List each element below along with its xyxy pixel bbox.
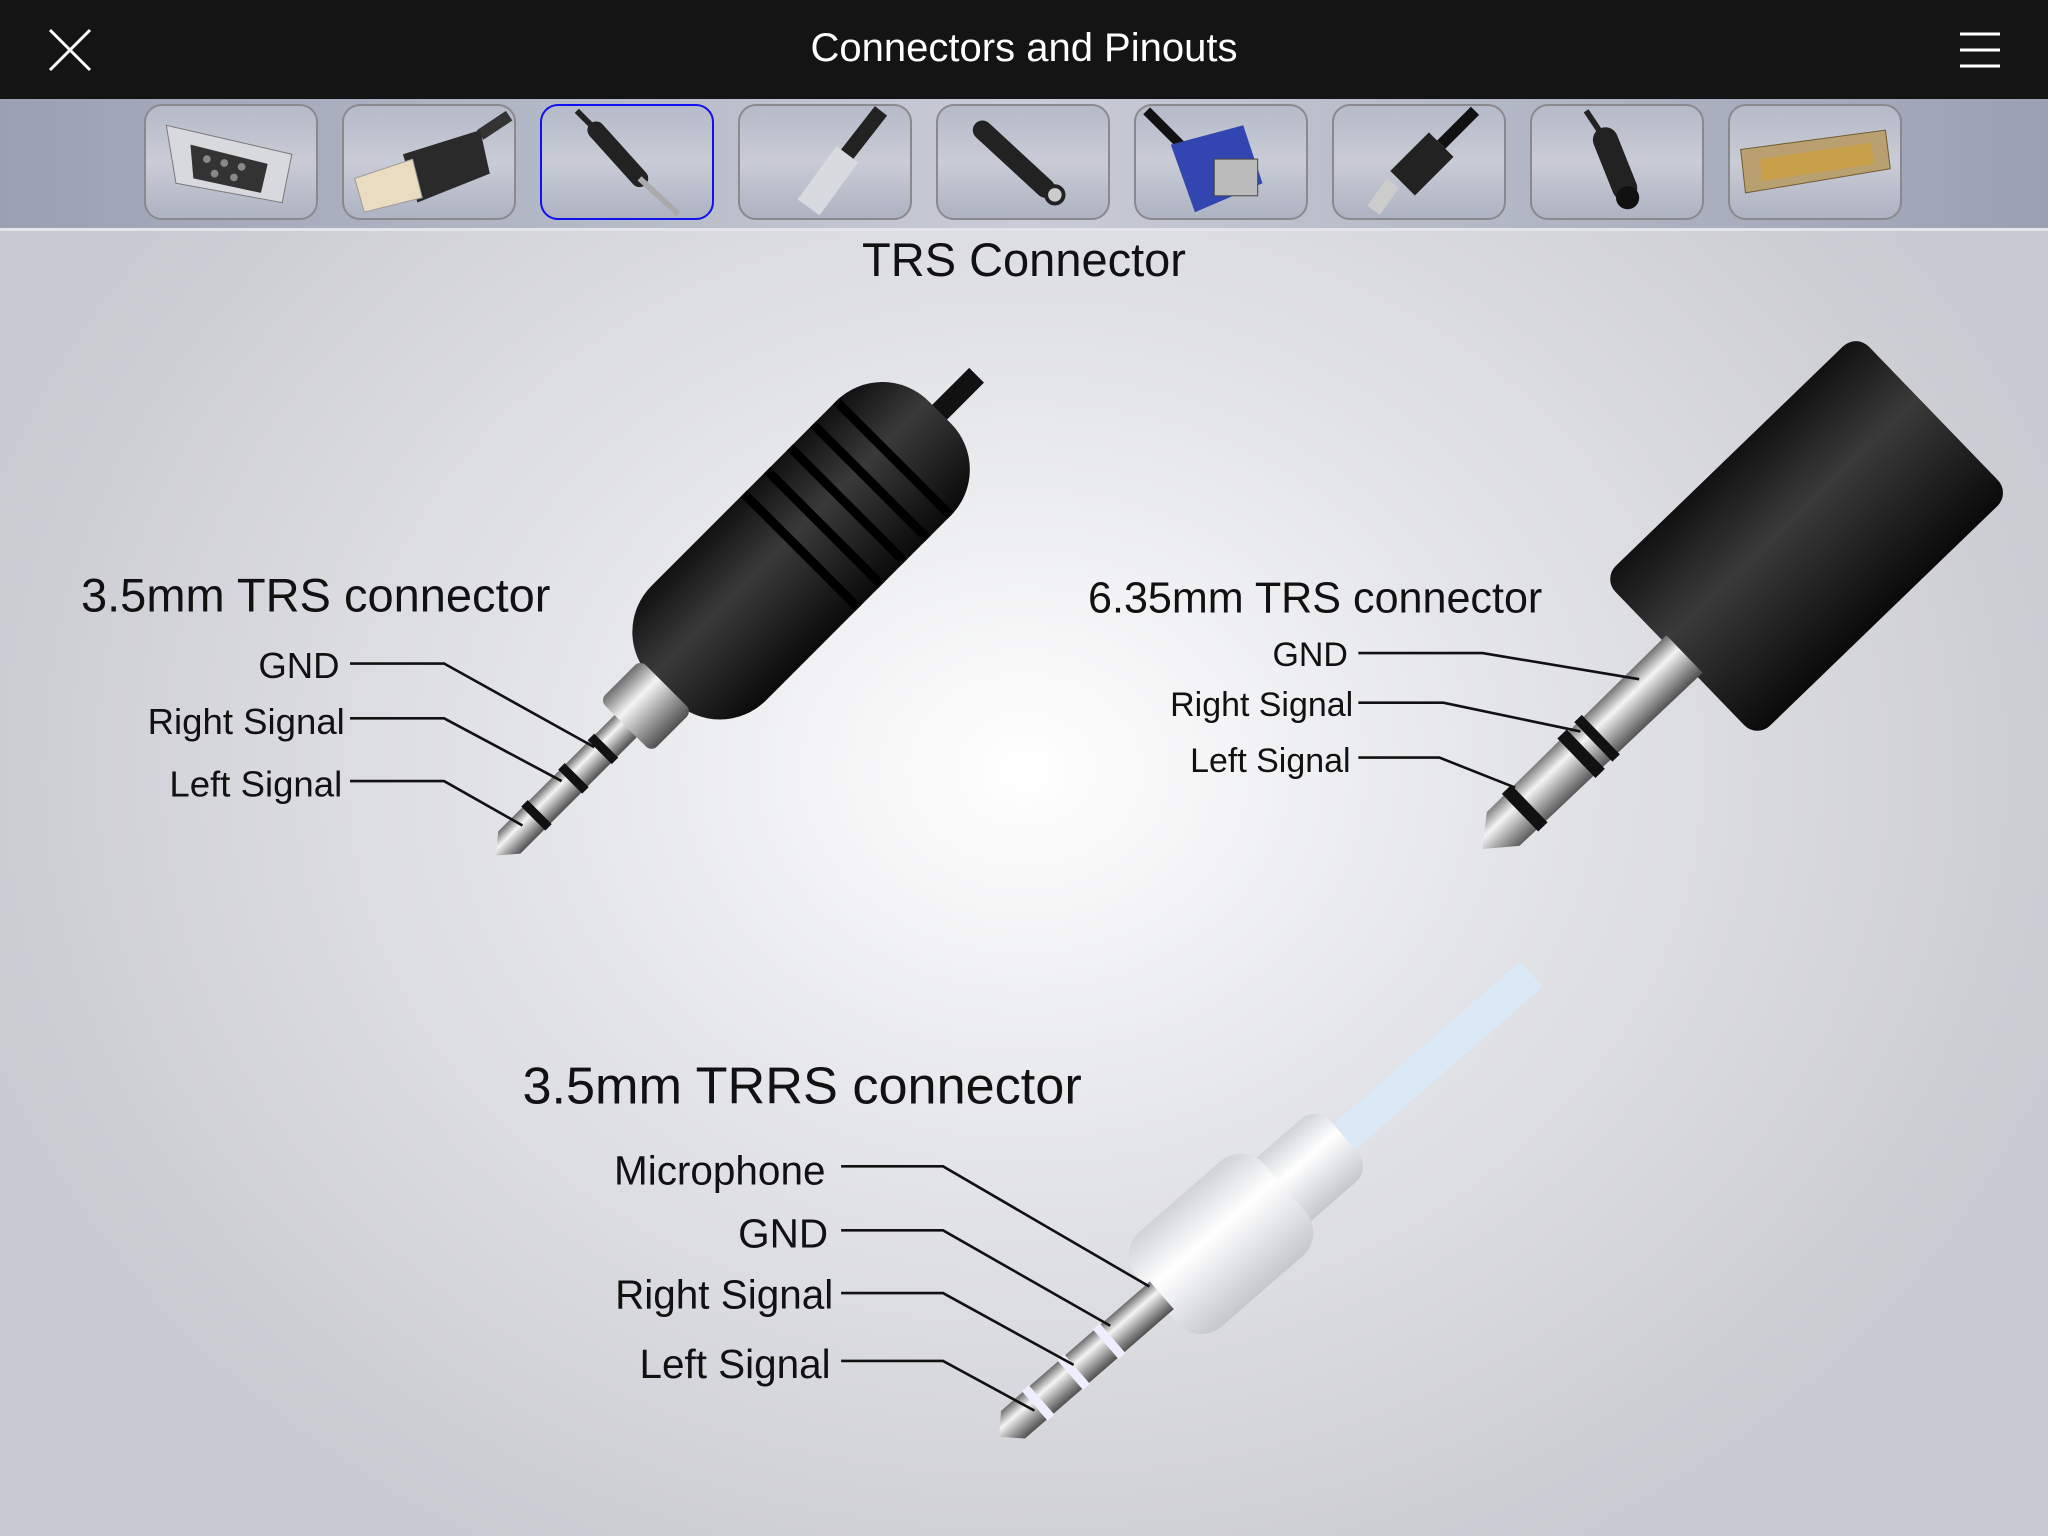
- hamburger-menu-icon: [1960, 32, 2000, 68]
- pin-label-left-signal: Left Signal: [169, 764, 342, 805]
- svideo-icon: [1583, 109, 1640, 210]
- close-button[interactable]: [48, 28, 92, 72]
- pin-label-gnd: GND: [738, 1210, 828, 1256]
- tab-trs[interactable]: [540, 104, 714, 220]
- rj45-icon: [797, 106, 888, 216]
- trs-3-5mm-plug-image: [496, 367, 984, 856]
- db9-icon: [165, 124, 293, 204]
- connector-tab-strip: [0, 99, 2048, 231]
- diagram-title-trs-3-5mm: 3.5mm TRS connector: [81, 568, 550, 621]
- pin-label-right-signal: Right Signal: [148, 701, 345, 742]
- tab-vga[interactable]: [1134, 104, 1308, 220]
- top-bar: Connectors and Pinouts: [0, 0, 2048, 99]
- close-icon: [48, 28, 92, 72]
- pin-label-gnd: GND: [258, 645, 339, 686]
- page-title: TRS Connector: [862, 233, 1186, 286]
- trrs-3-5mm-plug-image: [999, 961, 1543, 1439]
- tab-rj45[interactable]: [738, 104, 912, 220]
- pin-label-microphone: Microphone: [614, 1148, 825, 1194]
- diagram-title-trs-6-35mm: 6.35mm TRS connector: [1088, 575, 1542, 623]
- app-title: Connectors and Pinouts: [810, 26, 1238, 70]
- leader-lines-trs-3-5mm: [350, 662, 595, 827]
- hdmi-icon: [1367, 106, 1480, 215]
- pin-label-right-signal: Right Signal: [1170, 686, 1353, 724]
- pin-label-left-signal: Left Signal: [639, 1341, 830, 1387]
- diagram-title-trrs-3-5mm: 3.5mm TRRS connector: [522, 1058, 1081, 1116]
- pin-label-left-signal: Left Signal: [1190, 742, 1350, 780]
- tab-dc-power[interactable]: [936, 104, 1110, 220]
- trs-jack-icon: [574, 108, 681, 217]
- tab-usb[interactable]: [342, 104, 516, 220]
- menu-button[interactable]: [1960, 32, 2000, 68]
- leader-lines-trrs-3-5mm: [841, 1165, 1151, 1412]
- usb-icon: [354, 110, 513, 213]
- tab-db9[interactable]: [144, 104, 318, 220]
- tab-hdmi[interactable]: [1332, 104, 1506, 220]
- db25-icon: [1740, 129, 1891, 194]
- tab-svideo[interactable]: [1530, 104, 1704, 220]
- leader-lines-trs-6-35mm: [1358, 651, 1640, 789]
- pin-label-right-signal: Right Signal: [615, 1272, 833, 1318]
- vga-icon: [1143, 107, 1263, 213]
- pin-label-gnd: GND: [1272, 636, 1347, 674]
- dc-barrel-icon: [972, 120, 1066, 206]
- tab-db25[interactable]: [1728, 104, 1902, 220]
- trs-6-35mm-plug-image: [1482, 341, 2003, 849]
